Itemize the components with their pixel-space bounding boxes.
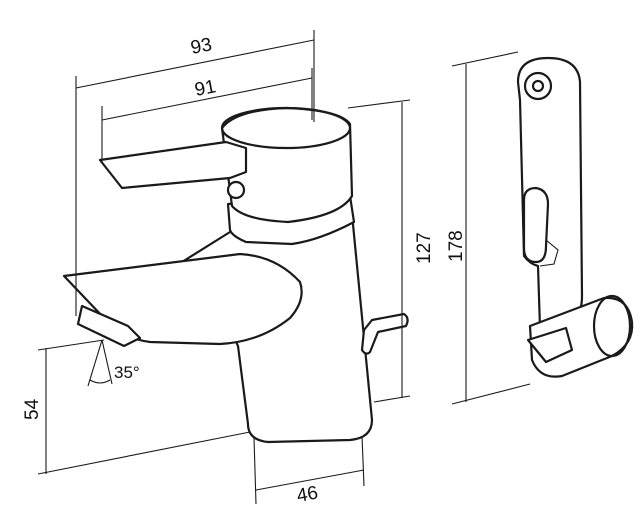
angle-35: 35° [87,339,140,387]
dim-label-178: 178 [446,230,467,262]
dimension-127: 127 [347,99,435,403]
indicator-button [226,180,246,200]
angle-label-35: 35° [114,363,140,382]
basin-mixer-tap [62,106,409,444]
dim-label-93: 93 [189,34,214,59]
shower-trigger [522,186,550,264]
dimension-91: 91 [101,68,313,162]
dim-label-54: 54 [22,398,43,420]
lever-handle [98,140,248,190]
pop-up-rod [360,312,409,355]
dim-label-91: 91 [193,76,218,101]
aerator [76,304,142,348]
shower-nozzle [523,71,553,101]
dimension-54: 54 [22,339,251,475]
dim-label-46: 46 [295,483,319,507]
dimension-178: 178 [446,51,531,405]
dimension-93: 93 [75,30,315,316]
dimension-46: 46 [253,435,365,507]
hand-shower [516,56,634,378]
dim-label-127: 127 [414,232,435,264]
